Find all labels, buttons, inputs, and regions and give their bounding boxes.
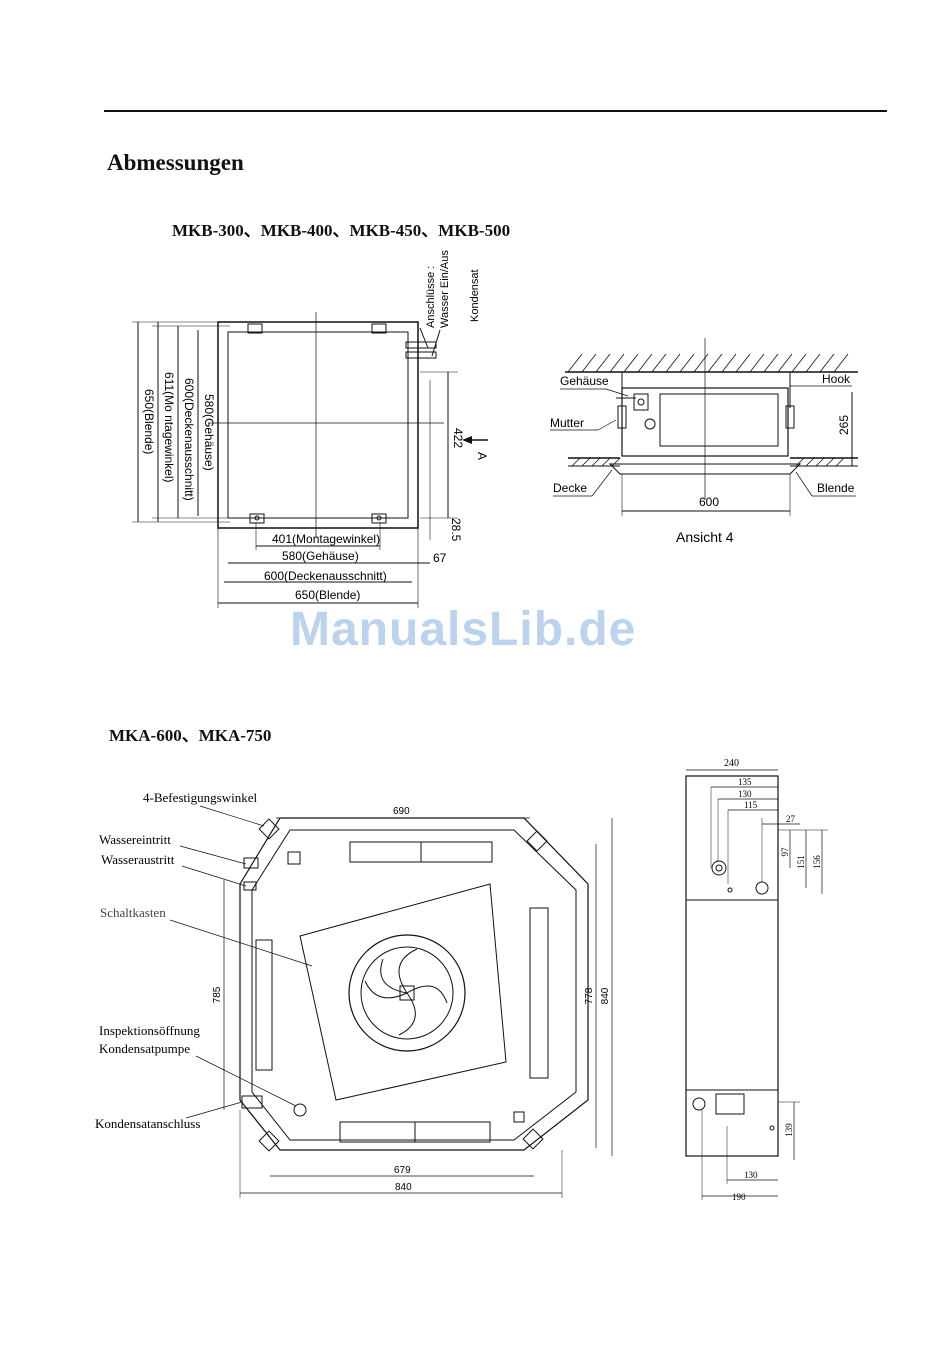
dim-130-b: 130 bbox=[744, 1170, 758, 1180]
dim-115: 115 bbox=[744, 800, 758, 810]
dim-139: 139 bbox=[784, 1123, 794, 1137]
dim-580-h: 580(Gehäuse) bbox=[282, 549, 359, 563]
decke-label: Decke bbox=[553, 481, 587, 495]
dim-67: 67 bbox=[433, 551, 447, 565]
dim-580-v: 580(Gehäuse) bbox=[202, 394, 216, 471]
dim-650-blende-v: 650(Blende) bbox=[142, 389, 156, 454]
dim-401: 401(Montagewinkel) bbox=[272, 532, 380, 546]
dim-690: 690 bbox=[393, 806, 410, 817]
dim-190: 190 bbox=[732, 1192, 746, 1202]
dim-650-h: 650(Blende) bbox=[295, 588, 360, 602]
mka-bottom-view: 4-Befestigungswinkel Wassereintritt Wass… bbox=[95, 790, 613, 1198]
dim-840-v: 840 bbox=[600, 987, 611, 1004]
gehaeuse-label: Gehäuse bbox=[560, 374, 609, 388]
ansicht-caption: Ansicht 4 bbox=[676, 529, 734, 545]
dim-785: 785 bbox=[212, 986, 223, 1003]
dim-600-v: 600(Deckenausschnitt) bbox=[182, 378, 196, 501]
blende-outline bbox=[217, 321, 419, 529]
dim-27: 27 bbox=[786, 814, 796, 824]
mka-side-view: 240 135 130 115 27 97 151 156 139 130 19… bbox=[685, 758, 828, 1202]
dim-422: 422 bbox=[451, 428, 465, 448]
anschluesse-line2: Wasser Ein/Aus bbox=[439, 250, 451, 328]
dim-600-h: 600(Deckenausschnitt) bbox=[264, 569, 387, 583]
dim-679: 679 bbox=[394, 1165, 411, 1176]
dim-28-5: 28.5 bbox=[449, 518, 463, 542]
label-wasseraustritt: Wasseraustritt bbox=[101, 852, 175, 867]
dim-97: 97 bbox=[780, 847, 790, 857]
dim-135: 135 bbox=[738, 777, 752, 787]
housing-outline bbox=[227, 331, 409, 519]
mka-heading: MKA-600、MKA-750 bbox=[109, 726, 272, 745]
dim-600-side: 600 bbox=[699, 495, 719, 509]
anschluesse-line1: Anschlüsse : bbox=[425, 266, 437, 328]
arrow-a: A bbox=[475, 452, 489, 460]
mkb-side-view: Gehäuse Hook Mutter 265 Decke Blende 600… bbox=[550, 338, 858, 545]
kondensat-label: Kondensat bbox=[469, 269, 481, 322]
dim-840-h: 840 bbox=[395, 1182, 412, 1193]
label-wassereintritt: Wassereintritt bbox=[99, 832, 171, 847]
label-pumpe: Kondensatpumpe bbox=[99, 1041, 190, 1056]
dim-156: 156 bbox=[812, 855, 822, 869]
mkb-top-view: 650(Blende) 611(Mo ntagewinkel) 600(Deck… bbox=[132, 250, 489, 608]
dim-265: 265 bbox=[837, 415, 851, 435]
hook-label: Hook bbox=[822, 372, 851, 386]
dim-611-v: 611(Mo ntagewinkel) bbox=[162, 372, 176, 483]
header-rule bbox=[104, 110, 887, 112]
watermark: ManualsLib.de bbox=[290, 603, 637, 656]
dim-240: 240 bbox=[724, 758, 739, 769]
label-inspektion: Inspektionsöffnung bbox=[99, 1023, 200, 1038]
label-befestigung: 4-Befestigungswinkel bbox=[143, 790, 257, 805]
mkb-heading: MKB-300、MKB-400、MKB-450、MKB-500 bbox=[172, 221, 511, 240]
label-anschluss: Kondensatanschluss bbox=[95, 1116, 200, 1131]
dim-778: 778 bbox=[584, 987, 595, 1004]
blende-label: Blende bbox=[817, 481, 855, 495]
label-schaltkasten: Schaltkasten bbox=[100, 905, 166, 920]
page-title: Abmessungen bbox=[107, 150, 244, 175]
dim-151: 151 bbox=[796, 855, 806, 869]
dim-130-a: 130 bbox=[738, 789, 752, 799]
mutter-label: Mutter bbox=[550, 416, 584, 430]
